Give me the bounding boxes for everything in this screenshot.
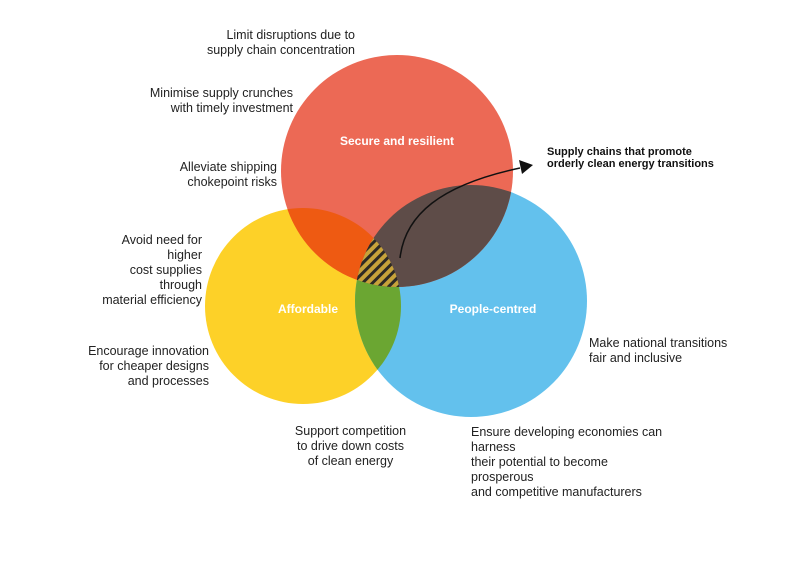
label-affordable: Affordable <box>278 302 338 316</box>
callout-arrowhead <box>519 160 533 174</box>
annotation-support-competition: Support competition to drive down costs … <box>294 424 407 468</box>
annotation-encourage-innovation: Encourage innovation for cheaper designs… <box>88 344 209 388</box>
annotation-minimise-supply-crunches: Minimise supply crunches with timely inv… <box>149 86 293 115</box>
overlap-secure-people <box>355 185 513 287</box>
center-callout: Supply chains that promote orderly clean… <box>547 146 714 170</box>
annotation-avoid-need: Avoid need for higher cost supplies thro… <box>102 233 202 307</box>
label-people-centred: People-centred <box>450 302 537 316</box>
annotation-limit-disruptions: Limit disruptions due to supply chain co… <box>206 28 355 57</box>
overlap-secure-affordable <box>281 208 401 287</box>
annotation-alleviate-shipping: Alleviate shipping chokepoint risks <box>179 160 277 189</box>
label-secure-and-resilient: Secure and resilient <box>340 134 454 148</box>
callout-arrow <box>399 167 521 259</box>
annotation-make-national-transitions: Make national transitions fair and inclu… <box>589 336 728 365</box>
annotation-ensure-developing-economies: Ensure developing economies can harness … <box>471 425 663 499</box>
